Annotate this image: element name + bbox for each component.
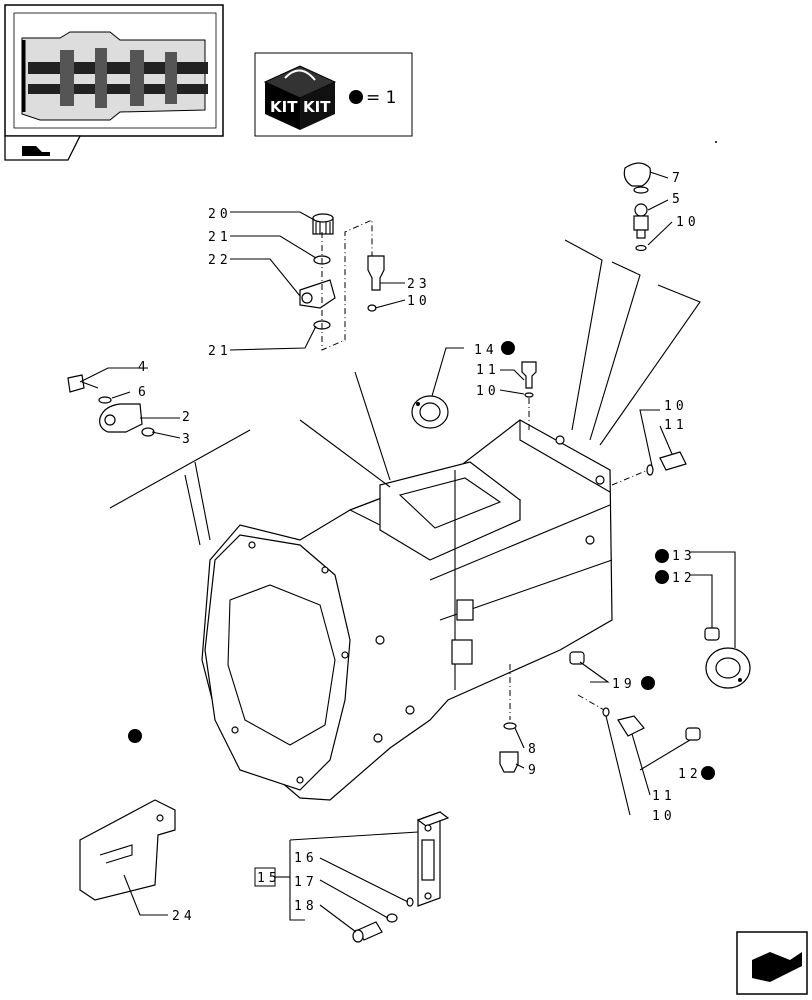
callout-15: 15 xyxy=(257,871,281,886)
part-24-bracket xyxy=(79,799,176,901)
part-10-washer-lower xyxy=(602,707,610,717)
callout-10-e: 10 xyxy=(652,809,676,824)
kit-dot-13 xyxy=(655,549,669,563)
part-13-ring xyxy=(705,647,751,689)
kit-dot-housing xyxy=(128,729,142,743)
callout-24: 24 xyxy=(172,909,196,924)
callout-5: 5 xyxy=(672,192,684,207)
callout-14: 14 xyxy=(474,343,498,358)
part-23-fitting xyxy=(367,255,385,291)
gearbox-housing xyxy=(201,419,613,801)
part-12-pin-upper xyxy=(704,627,720,641)
kit-dot-19 xyxy=(641,676,655,690)
part-19-pin xyxy=(569,651,585,665)
callout-11-c: 11 xyxy=(652,789,676,804)
callout-17: 17 xyxy=(294,875,318,890)
callout-7: 7 xyxy=(672,171,684,186)
callout-10-c: 10 xyxy=(476,384,500,399)
part-4-bolt xyxy=(67,374,85,393)
part-7-clip xyxy=(623,162,651,194)
kit-dot-14 xyxy=(501,341,515,355)
callout-20: 20 xyxy=(208,207,232,222)
part-15-block xyxy=(416,811,450,907)
part-11-screw-center xyxy=(521,361,537,389)
kit-dot-12b xyxy=(701,766,715,780)
kit-dot-icon xyxy=(349,90,363,104)
callout-16: 16 xyxy=(294,851,318,866)
callout-10-a: 10 xyxy=(407,294,431,309)
callout-22: 22 xyxy=(208,253,232,268)
callout-19: 19 xyxy=(612,677,636,692)
next-page-arrow-icon[interactable] xyxy=(736,931,808,995)
part-10-washer-center xyxy=(524,392,534,398)
part-5-plug xyxy=(633,203,649,239)
callout-10-d: 10 xyxy=(664,399,688,414)
callout-11-a: 11 xyxy=(476,363,500,378)
part-11-bolt-lower xyxy=(617,715,645,737)
kit-legend-box: KIT KIT = 1 xyxy=(254,52,413,137)
callout-18: 18 xyxy=(294,899,318,914)
callout-21-top: 21 xyxy=(208,230,232,245)
kit-icon: KIT KIT xyxy=(263,65,337,130)
callout-10-b: 10 xyxy=(676,215,700,230)
callout-6: 6 xyxy=(138,385,150,400)
callout-leaders xyxy=(79,171,736,933)
kit-dot-12a xyxy=(655,570,669,584)
callout-labels: 20 21 22 21 23 10 7 5 10 4 6 2 3 14 11 1… xyxy=(138,171,702,924)
part-8-washer xyxy=(503,722,517,730)
thumbnail-panel[interactable] xyxy=(4,4,224,137)
part-12-pin-lower xyxy=(685,727,701,741)
callout-11-b: 11 xyxy=(664,418,688,433)
callout-13: 13 xyxy=(672,549,696,564)
callout-21-bottom: 21 xyxy=(208,344,232,359)
part-6-washer xyxy=(98,396,112,404)
part-10-washer-right xyxy=(646,464,654,476)
part-14-ring xyxy=(411,395,449,429)
kit-label-2: KIT xyxy=(303,98,331,116)
kit-label-1: KIT xyxy=(270,98,298,116)
part-11-bolt-right xyxy=(659,451,687,471)
housing-leaders xyxy=(109,239,701,546)
callout-9: 9 xyxy=(528,763,540,778)
callout-2: 2 xyxy=(182,410,194,425)
part-10-oring-top xyxy=(635,244,647,252)
part-9-plug xyxy=(499,751,519,773)
part-20-cap xyxy=(312,213,334,235)
callout-3: 3 xyxy=(182,432,194,447)
navigation-tab[interactable] xyxy=(4,135,82,161)
callout-8: 8 xyxy=(528,742,540,757)
callout-23: 23 xyxy=(407,277,431,292)
part-17-washer xyxy=(386,913,398,923)
callout-4: 4 xyxy=(138,360,150,375)
callout-12-a: 12 xyxy=(672,571,696,586)
callout-12-b: 12 xyxy=(678,767,702,782)
kit-legend-equals: = 1 xyxy=(366,88,396,108)
